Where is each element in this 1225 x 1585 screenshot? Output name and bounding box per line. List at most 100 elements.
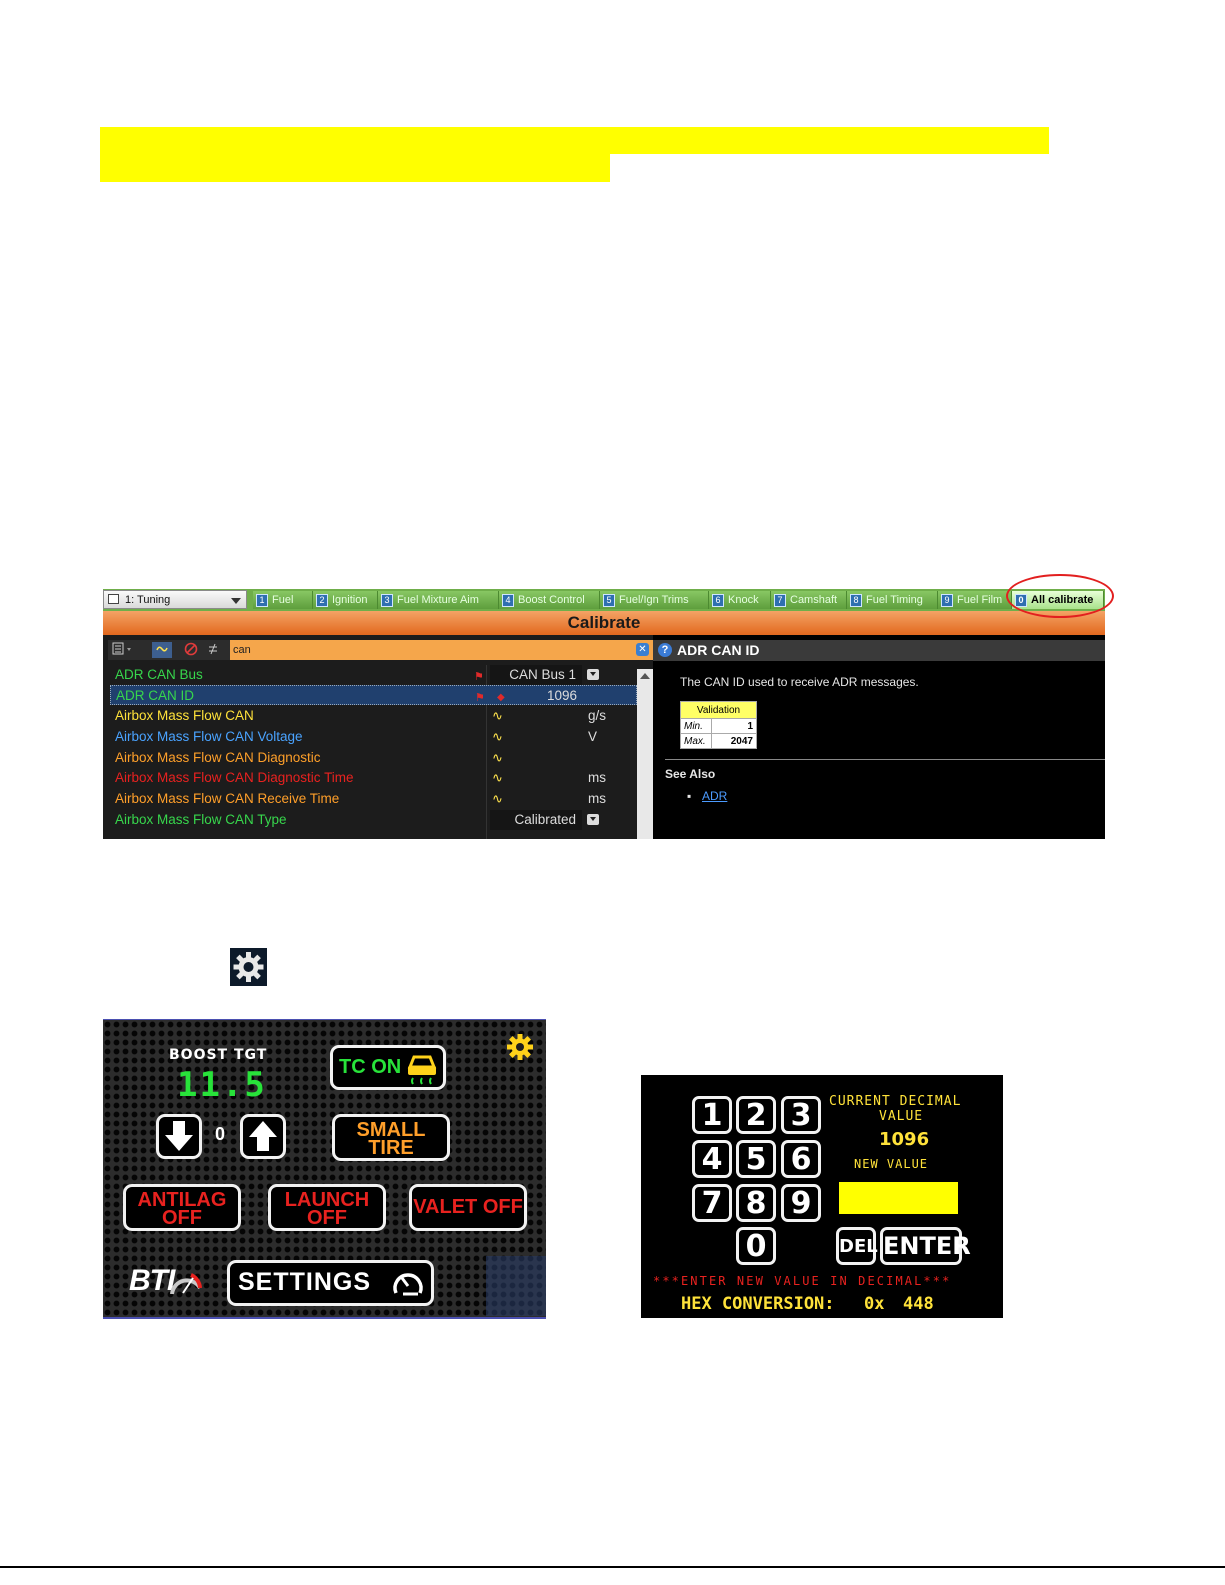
list-item-airbox-mass-flow-can-diagnostic[interactable]: Airbox Mass Flow CAN Diagnostic ∿ — [110, 748, 637, 768]
boost-down-button[interactable] — [156, 1114, 202, 1159]
key-0[interactable]: 0 — [736, 1227, 776, 1265]
background-tile — [486, 1256, 546, 1316]
column-divider — [486, 665, 487, 839]
key-6[interactable]: 6 — [781, 1140, 821, 1178]
dash-display: BOOST TGT 11.5 TC ON — [103, 1019, 546, 1319]
tab-boost-control[interactable]: 4 Boost Control — [499, 591, 600, 609]
tab-number: 9 — [941, 593, 953, 607]
tc-label: TC ON — [339, 1056, 402, 1078]
tab-fuel-mixture-aim[interactable]: 3 Fuel Mixture Aim — [378, 591, 499, 609]
no-entry-icon[interactable] — [182, 642, 200, 658]
tab-number: 3 — [381, 593, 393, 607]
small-tire-button[interactable]: SMALL TIRE — [332, 1114, 450, 1161]
list-item-airbox-mass-flow-can-voltage[interactable]: Airbox Mass Flow CAN Voltage ∿ V — [110, 727, 637, 747]
list-view-icon[interactable] — [110, 642, 136, 658]
list-item-name: Airbox Mass Flow CAN Receive Time — [115, 791, 340, 806]
close-icon[interactable]: ✕ — [636, 643, 649, 656]
tab-label: Fuel Timing — [866, 594, 923, 606]
tc-toggle-button[interactable]: TC ON — [330, 1045, 446, 1090]
bti-logo: BTI — [129, 1264, 175, 1297]
key-4[interactable]: 4 — [692, 1140, 732, 1178]
key-7[interactable]: 7 — [692, 1184, 732, 1222]
question-icon: ? — [658, 643, 672, 657]
list-toolbar: can ✕ — [108, 640, 653, 660]
delete-button[interactable]: DEL — [836, 1227, 878, 1265]
dropdown-arrow-icon[interactable] — [587, 669, 599, 680]
antilag-line-1: ANTILAG — [137, 1189, 227, 1211]
enter-button[interactable]: ENTER — [880, 1227, 971, 1265]
list-item-value[interactable]: CAN Bus 1 — [490, 665, 582, 685]
key-1[interactable]: 1 — [692, 1096, 732, 1134]
launch-line-1: LAUNCH — [284, 1189, 370, 1211]
channel-list: ADR CAN Bus ⚑ CAN Bus 1 ADR CAN ID ⚑ ◆ 1… — [110, 665, 637, 839]
tab-label: Knock — [728, 594, 759, 606]
new-value-field[interactable] — [839, 1182, 958, 1214]
list-item-unit: V — [588, 729, 598, 744]
arrow-up-icon — [249, 1121, 277, 1151]
wave-icon: ∿ — [492, 729, 503, 744]
list-item-name: ADR CAN ID — [116, 688, 195, 703]
current-value-label-2: VALUE — [879, 1109, 924, 1124]
tab-label: Fuel Mixture Aim — [397, 594, 479, 606]
tab-label: Fuel/Ign Trims — [619, 594, 689, 606]
help-separator — [665, 759, 1105, 760]
key-9[interactable]: 9 — [781, 1184, 821, 1222]
tab-number: 4 — [502, 593, 514, 607]
list-item-adr-can-bus[interactable]: ADR CAN Bus ⚑ CAN Bus 1 — [110, 665, 637, 685]
hex-value: 448 — [903, 1294, 934, 1314]
antilag-button[interactable]: ANTILAG OFF — [123, 1184, 241, 1231]
help-pane: ADR CAN ID ? The CAN ID used to receive … — [653, 635, 1105, 839]
arrow-down-icon — [165, 1121, 193, 1151]
workspace-select[interactable]: 1: Tuning — [103, 590, 247, 609]
current-value: 1096 — [879, 1129, 930, 1150]
list-item-airbox-mass-flow-can-diagnostic-time[interactable]: Airbox Mass Flow CAN Diagnostic Time ∿ m… — [110, 768, 637, 788]
wave-icon: ∿ — [492, 770, 503, 785]
valet-button[interactable]: VALET OFF — [409, 1184, 527, 1231]
validation-header: Validation — [680, 701, 757, 719]
dropdown-arrow-icon[interactable] — [587, 814, 599, 825]
highlight-bar-2 — [100, 154, 610, 182]
channel-list-pane: can ✕ ADR CAN Bus ⚑ CAN Bus 1 ADR CAN ID… — [103, 635, 653, 839]
gear-icon[interactable] — [505, 1032, 535, 1067]
instruction-text: ***ENTER NEW VALUE IN DECIMAL*** — [653, 1274, 952, 1288]
new-value-label: NEW VALUE — [854, 1157, 929, 1171]
tab-label: Boost Control — [518, 594, 585, 606]
search-input[interactable]: can ✕ — [230, 640, 653, 660]
key-2[interactable]: 2 — [736, 1096, 776, 1134]
list-item-name: Airbox Mass Flow CAN Diagnostic — [115, 750, 321, 765]
list-item-adr-can-id[interactable]: ADR CAN ID ⚑ ◆ 1096 — [110, 685, 637, 705]
key-8[interactable]: 8 — [736, 1184, 776, 1222]
calibrate-title: Calibrate — [103, 611, 1105, 635]
valet-label: VALET OFF — [413, 1196, 523, 1218]
key-5[interactable]: 5 — [736, 1140, 776, 1178]
diamond-icon: ◆ — [497, 692, 505, 703]
list-item-name: Airbox Mass Flow CAN — [115, 708, 254, 723]
boost-up-button[interactable] — [240, 1114, 286, 1159]
tab-fuel-film[interactable]: 9 Fuel Film — [938, 591, 1012, 609]
wave-filter-icon[interactable] — [152, 642, 172, 658]
list-item-name: Airbox Mass Flow CAN Voltage — [115, 729, 303, 744]
scroll-up-icon[interactable] — [640, 673, 650, 679]
list-item-value[interactable]: 1096 — [546, 688, 577, 703]
not-equal-icon[interactable] — [204, 642, 222, 658]
small-tire-line-1: SMALL — [356, 1119, 426, 1141]
list-scrollbar[interactable] — [637, 669, 653, 839]
list-item-airbox-mass-flow-can-receive-time[interactable]: Airbox Mass Flow CAN Receive Time ∿ ms — [110, 789, 637, 809]
list-item-airbox-mass-flow-can[interactable]: Airbox Mass Flow CAN ∿ g/s — [110, 706, 637, 726]
list-item-unit: ms — [588, 770, 606, 785]
key-3[interactable]: 3 — [781, 1096, 821, 1134]
tab-label: Fuel Film — [957, 594, 1003, 606]
speedometer-icon — [393, 1273, 423, 1296]
settings-button[interactable]: SETTINGS — [227, 1260, 434, 1306]
list-item-airbox-mass-flow-can-type[interactable]: Airbox Mass Flow CAN Type Calibrated — [110, 810, 637, 830]
list-item-value[interactable]: Calibrated — [490, 810, 582, 830]
adr-link[interactable]: ADR — [702, 789, 728, 803]
launch-button[interactable]: LAUNCH OFF — [268, 1184, 386, 1231]
